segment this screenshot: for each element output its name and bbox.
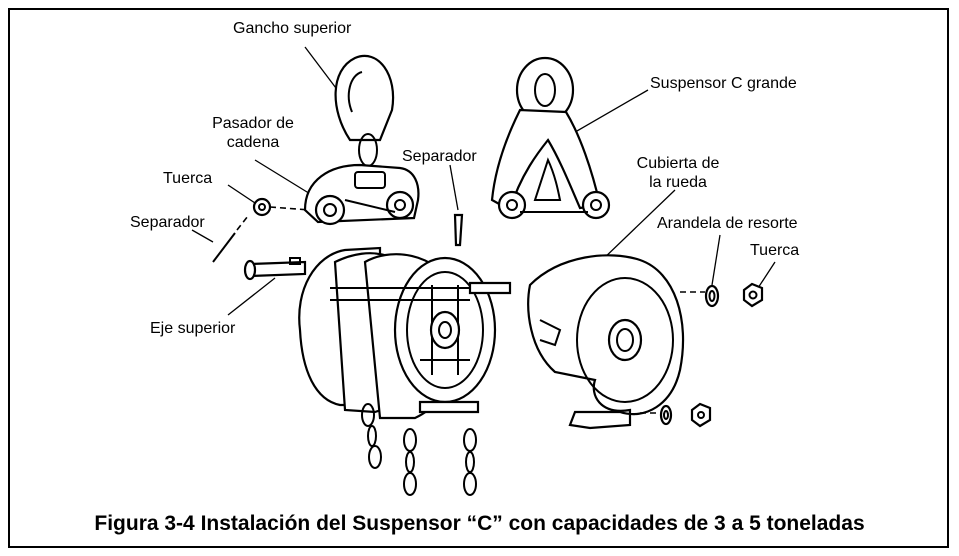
label-separador-center: Separador	[402, 148, 477, 165]
large-c-suspender	[490, 56, 611, 220]
wheel-cover	[527, 254, 685, 430]
load-chain-right	[463, 428, 477, 496]
left-fasteners	[212, 197, 311, 281]
hoist-body	[298, 246, 512, 420]
label-pasador-de: Pasador de	[212, 115, 294, 132]
label-tuerca-right: Tuerca	[750, 242, 800, 259]
label-cubierta-de: Cubierta de	[636, 155, 720, 172]
label-suspensor-c-grande: Suspensor C grande	[650, 75, 797, 92]
right-fasteners	[640, 282, 764, 428]
label-eje-superior: Eje superior	[150, 320, 236, 337]
label-arandela-de-resorte: Arandela de resorte	[657, 215, 798, 232]
upper-hook	[334, 54, 395, 167]
label-gancho-superior: Gancho superior	[233, 20, 352, 37]
label-separador-left: Separador	[130, 214, 205, 231]
load-chain-left	[361, 403, 382, 469]
center-separator	[453, 213, 464, 247]
label-tuerca-left: Tuerca	[163, 170, 213, 187]
load-chain-center	[403, 428, 417, 496]
hook-block	[303, 163, 420, 226]
label-cadena: cadena	[226, 134, 280, 151]
label-la-rueda: la rueda	[649, 174, 707, 191]
figure-caption: Figura 3-4 Instalación del Suspensor “C”…	[94, 512, 865, 535]
